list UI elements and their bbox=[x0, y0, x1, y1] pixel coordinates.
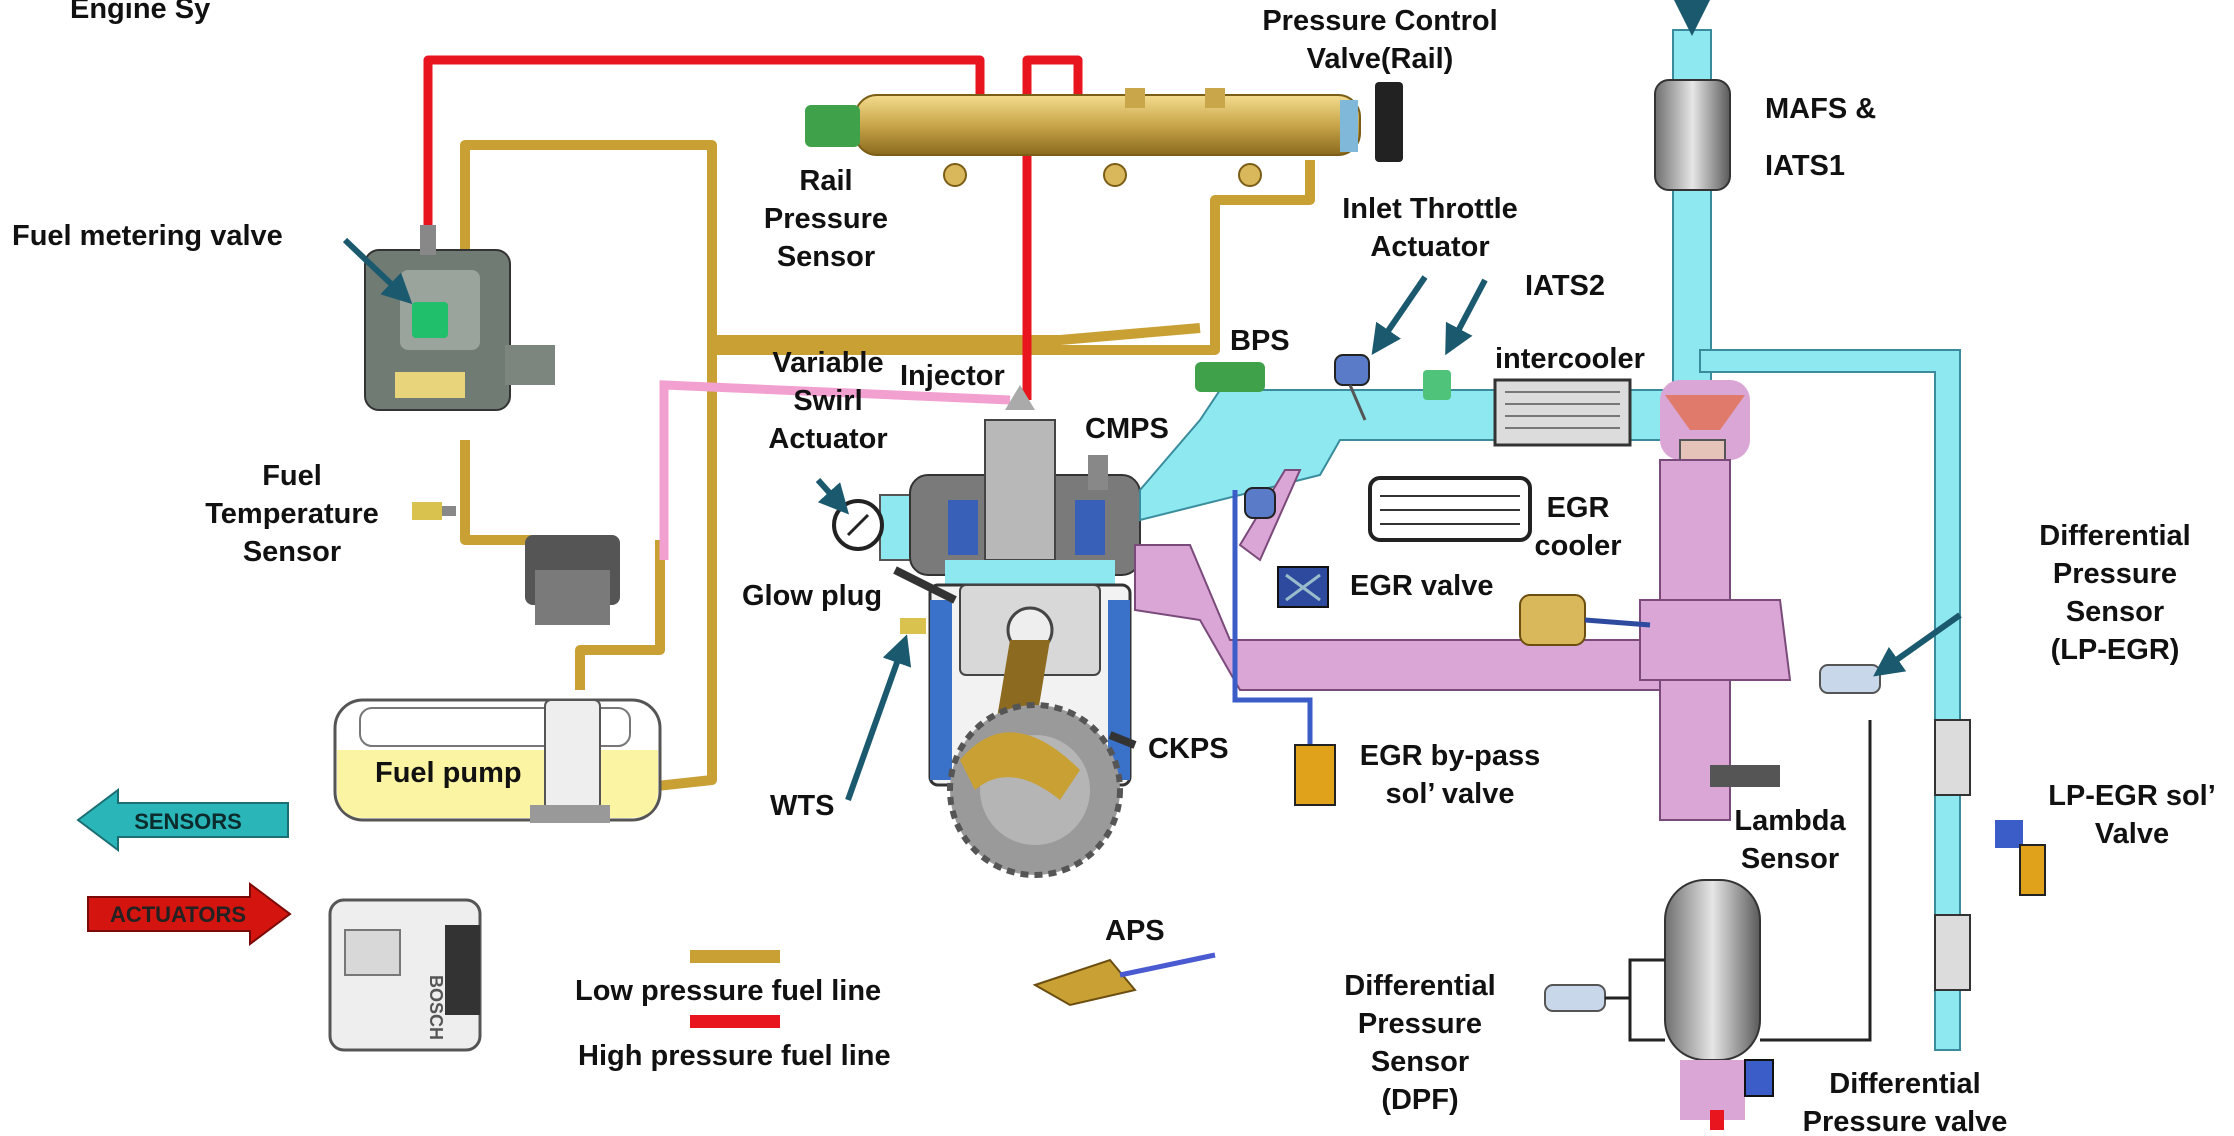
iats2-icon bbox=[1423, 370, 1451, 400]
low-pressure-legend-label: Low pressure fuel line bbox=[575, 975, 881, 1007]
glow-plug-label: Glow plug bbox=[742, 580, 882, 612]
differential-pressure-sensor-lp-label: Differential Pressure Sensor (LP-EGR) bbox=[2039, 520, 2190, 666]
fuel-filter bbox=[525, 535, 620, 625]
lp-egr-components bbox=[1760, 664, 2046, 1042]
fuel-temperature-sensor-icon bbox=[412, 502, 456, 520]
svg-text:cooler: cooler bbox=[1534, 530, 1621, 562]
fuel-metering-valve-icon bbox=[412, 302, 448, 338]
aps-icon bbox=[1032, 952, 1216, 1007]
egr-valve-icon bbox=[1277, 566, 1329, 608]
egr-cooler-label: EGR cooler bbox=[1534, 492, 1621, 562]
lambda-sensor-icon bbox=[1710, 765, 1780, 787]
fuel-temperature-sensor-label: Fuel Temperature Sensor bbox=[205, 460, 379, 568]
bps-label: BPS bbox=[1230, 325, 1290, 357]
fuel-line-legend: Low pressure fuel line High pressure fue… bbox=[575, 950, 891, 1072]
svg-text:Sensor: Sensor bbox=[2066, 596, 2164, 628]
svg-text:Pressure: Pressure bbox=[2053, 558, 2177, 590]
ckps-label: CKPS bbox=[1148, 733, 1229, 765]
mafs-icon bbox=[1654, 79, 1731, 191]
actuators-legend-label: ACTUATORS bbox=[110, 902, 246, 927]
wts-label: WTS bbox=[770, 790, 834, 822]
svg-text:Temperature: Temperature bbox=[205, 498, 379, 530]
common-rail bbox=[805, 82, 1403, 187]
egr-bypass-label: EGR by-pass sol’ valve bbox=[1360, 740, 1541, 810]
mafs-label: MAFS & IATS1 bbox=[1765, 93, 1876, 182]
svg-text:Sensor: Sensor bbox=[243, 536, 341, 568]
sensors-legend: SENSORS bbox=[76, 788, 289, 852]
ckps-icon bbox=[1108, 731, 1137, 749]
svg-text:Lambda: Lambda bbox=[1734, 805, 1846, 837]
svg-text:Rail: Rail bbox=[799, 165, 852, 197]
ecu-icon: BOSCH bbox=[328, 898, 482, 1052]
svg-text:(DPF): (DPF) bbox=[1381, 1084, 1458, 1116]
intercooler-icon bbox=[1493, 378, 1632, 447]
egr-bypass-solenoid-icon bbox=[1232, 490, 1336, 806]
egr-valve-label: EGR valve bbox=[1350, 570, 1493, 602]
svg-text:EGR by-pass: EGR by-pass bbox=[1360, 740, 1541, 772]
actuators-legend: ACTUATORS bbox=[87, 882, 292, 946]
svg-text:Valve: Valve bbox=[2095, 818, 2169, 850]
intercooler-label: intercooler bbox=[1495, 343, 1645, 375]
fuel-metering-valve-label: Fuel metering valve bbox=[12, 220, 283, 252]
svg-text:Sensor: Sensor bbox=[777, 241, 875, 273]
svg-text:EGR: EGR bbox=[1547, 492, 1610, 524]
high-pressure-fuel-lines bbox=[423, 55, 1083, 400]
inlet-throttle-actuator-label: Inlet Throttle Actuator bbox=[1342, 193, 1518, 263]
svg-text:Actuator: Actuator bbox=[768, 423, 887, 455]
pressure-control-valve-label: Pressure Control Valve(Rail) bbox=[1262, 5, 1497, 75]
svg-text:Valve(Rail): Valve(Rail) bbox=[1307, 43, 1454, 75]
svg-text:Sensor: Sensor bbox=[1741, 843, 1839, 875]
svg-text:Pressure Control: Pressure Control bbox=[1262, 5, 1497, 37]
svg-text:(LP-EGR): (LP-EGR) bbox=[2051, 634, 2180, 666]
svg-text:Actuator: Actuator bbox=[1370, 231, 1489, 263]
lambda-sensor-label: Lambda Sensor bbox=[1734, 805, 1846, 875]
svg-text:Inlet Throttle: Inlet Throttle bbox=[1342, 193, 1518, 225]
egr-cooler-icon bbox=[1368, 476, 1532, 542]
svg-text:LP-EGR sol’: LP-EGR sol’ bbox=[2048, 780, 2216, 812]
differential-pressure-valve-label: Differential Pressure valve bbox=[1803, 1068, 2008, 1136]
svg-text:sol’ valve: sol’ valve bbox=[1386, 778, 1515, 810]
svg-text:Differential: Differential bbox=[1344, 970, 1495, 1002]
exhaust-path bbox=[1134, 459, 1792, 821]
svg-text:IATS1: IATS1 bbox=[1765, 150, 1845, 182]
injector-icon bbox=[984, 419, 1056, 561]
bps-icon bbox=[1195, 362, 1265, 392]
svg-text:Pressure valve: Pressure valve bbox=[1803, 1106, 2008, 1136]
engine bbox=[879, 385, 1141, 878]
sensors-legend-label: SENSORS bbox=[134, 809, 242, 834]
svg-text:Swirl: Swirl bbox=[793, 385, 862, 417]
svg-text:Differential: Differential bbox=[2039, 520, 2190, 552]
return-fuel-line bbox=[659, 380, 1011, 560]
dpf-icon bbox=[1664, 879, 1761, 1130]
pointer-arrows bbox=[342, 237, 1962, 802]
aps-label: APS bbox=[1105, 915, 1165, 947]
fuel-pump-label: Fuel pump bbox=[375, 757, 522, 789]
svg-text:MAFS &: MAFS & bbox=[1765, 93, 1876, 125]
high-pressure-pump bbox=[364, 225, 555, 411]
lp-egr-valve-label: LP-EGR sol’ Valve bbox=[2048, 780, 2216, 850]
svg-text:Differential: Differential bbox=[1829, 1068, 1980, 1100]
cmps-label: CMPS bbox=[1085, 413, 1169, 445]
egr-bypass-actuator-icon bbox=[1519, 594, 1651, 646]
svg-text:Fuel: Fuel bbox=[262, 460, 322, 492]
svg-text:Variable: Variable bbox=[772, 347, 883, 379]
dpf-sensor-label: Differential Pressure Sensor (DPF) bbox=[1344, 970, 1495, 1116]
svg-text:Sensor: Sensor bbox=[1371, 1046, 1469, 1078]
rail-pressure-sensor-label: Rail Pressure Sensor bbox=[764, 165, 888, 273]
variable-swirl-actuator-label: Variable Swirl Actuator bbox=[768, 347, 887, 455]
egr-actuator-icon bbox=[1244, 487, 1276, 519]
dpf-differential-sensor-icon bbox=[1544, 958, 1665, 1042]
inlet-throttle-actuator-icon bbox=[1334, 354, 1370, 421]
svg-text:Pressure: Pressure bbox=[1358, 1008, 1482, 1040]
svg-text:Pressure: Pressure bbox=[764, 203, 888, 235]
page-title: Engine Sy bbox=[70, 0, 210, 25]
high-pressure-legend-label: High pressure fuel line bbox=[578, 1040, 891, 1072]
ecu-brand-label: BOSCH bbox=[426, 975, 446, 1040]
iats2-label: IATS2 bbox=[1525, 270, 1605, 302]
injector-label: Injector bbox=[900, 360, 1005, 392]
differential-pressure-valve-icon bbox=[1744, 1059, 1774, 1097]
fuel-tank bbox=[333, 698, 662, 823]
